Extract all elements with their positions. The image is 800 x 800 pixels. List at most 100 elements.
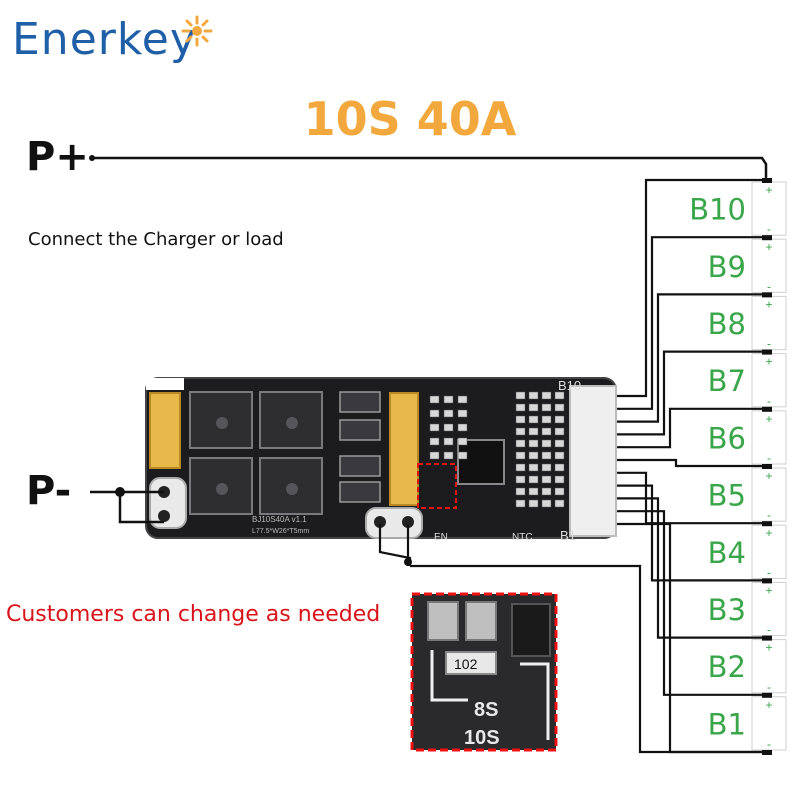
balance-wire	[616, 484, 764, 582]
plus-sign: +	[765, 583, 772, 597]
smd-part	[541, 427, 552, 436]
cell-label: B5	[708, 479, 746, 513]
smd-part	[457, 437, 468, 446]
smd-part	[554, 475, 565, 484]
silk-b10: B10	[558, 378, 581, 393]
cell-junction	[762, 349, 772, 355]
smd-part	[515, 427, 526, 436]
spec-title: 10S 40A	[303, 92, 517, 146]
plus-sign: +	[765, 183, 772, 197]
cell-body	[751, 181, 787, 236]
plus-sign: +	[765, 412, 772, 426]
silk-model: BJ10S40A v1.1	[252, 515, 307, 524]
smd-part	[554, 403, 565, 412]
smd-part	[515, 415, 526, 424]
cell-b3: B3+-	[708, 581, 787, 637]
smd-part	[554, 427, 565, 436]
sun-icon	[181, 15, 213, 47]
cell-body	[751, 353, 787, 408]
cell-label: B2	[708, 650, 746, 684]
selector-highlight	[417, 463, 457, 509]
balance-wire	[616, 293, 764, 423]
plus-sign: +	[765, 355, 772, 369]
smd-part	[429, 437, 440, 446]
smd-part	[528, 475, 539, 484]
smd-part	[443, 395, 454, 404]
minus-sign: -	[767, 737, 771, 751]
cell-label: B8	[708, 307, 746, 341]
cell-junction	[762, 406, 772, 412]
bms-board: B10 B1 BJ10S40A v1.1 L77.5*W26*T5mm EN N…	[145, 377, 617, 543]
plus-sign: +	[765, 240, 772, 254]
smd-part	[515, 475, 526, 484]
p-plus-label: P+	[26, 134, 89, 180]
smd-part	[528, 403, 539, 412]
cell-junction	[762, 292, 772, 298]
cell-label: B4	[708, 536, 746, 570]
smd-part	[457, 409, 468, 418]
cell-b7: B7 + -	[708, 353, 787, 408]
minus-sign: -	[767, 222, 771, 236]
inset-resistor-code: 102	[454, 656, 478, 672]
smd-part	[429, 395, 440, 404]
smd-part	[528, 487, 539, 496]
minus-sign: -	[767, 680, 771, 694]
smd-part	[528, 463, 539, 472]
smd-part	[554, 451, 565, 460]
cell-junction	[762, 178, 772, 183]
p-plus-wire	[92, 156, 768, 178]
cell-junction	[762, 521, 772, 527]
smd-part	[541, 415, 552, 424]
inset-8s: 8S	[474, 699, 498, 721]
smd-part	[528, 427, 539, 436]
smd-part	[554, 439, 565, 448]
smd-part	[554, 487, 565, 496]
smd-part	[515, 487, 526, 496]
silk-b1: B1	[560, 528, 576, 543]
smd-part	[443, 423, 454, 432]
smd-part	[541, 439, 552, 448]
minus-sign: -	[767, 279, 771, 293]
cell-body	[751, 639, 787, 694]
smd-part	[457, 451, 468, 460]
smd-part	[515, 391, 526, 400]
balance-wires	[410, 178, 764, 754]
smd-part	[541, 391, 552, 400]
smd-components	[429, 391, 565, 508]
cell-body	[751, 467, 787, 522]
cell-b2: B2+-	[708, 639, 787, 694]
smd-part	[515, 463, 526, 472]
smd-part	[554, 391, 565, 400]
plus-sign: +	[765, 297, 772, 311]
smd-part	[443, 437, 454, 446]
cell-label: B7	[708, 364, 746, 398]
cell-body	[751, 581, 787, 637]
cell-b9: B9+-	[708, 238, 787, 293]
silk-size: L77.5*W26*T5mm	[252, 528, 309, 535]
cell-b10: B10 + -	[689, 181, 787, 236]
brand-logo: Enerkey	[12, 14, 197, 65]
cell-junction	[762, 750, 772, 755]
smd-part	[541, 451, 552, 460]
balance-wire	[616, 458, 764, 468]
p-minus-label: P-	[26, 468, 72, 514]
p-minus-pads	[149, 477, 187, 529]
smd-part	[541, 487, 552, 496]
inset-closeup: 102 8S 10S	[410, 592, 558, 752]
customization-note: Customers can change as needed	[6, 602, 381, 627]
balance-wire	[616, 350, 764, 436]
cell-junction	[762, 635, 772, 641]
charger-hint: Connect the Charger or load	[28, 229, 284, 250]
minus-sign: -	[767, 394, 771, 408]
cell-label: B6	[708, 421, 746, 455]
minus-sign: -	[767, 623, 771, 637]
minus-sign: -	[767, 337, 771, 351]
cell-label: B10	[689, 193, 746, 227]
balance-wire	[616, 407, 764, 449]
smd-part	[429, 451, 440, 460]
silk-ntc: NTC	[512, 532, 533, 543]
smd-part	[554, 415, 565, 424]
smd-part	[515, 499, 526, 508]
smd-part	[554, 463, 565, 472]
